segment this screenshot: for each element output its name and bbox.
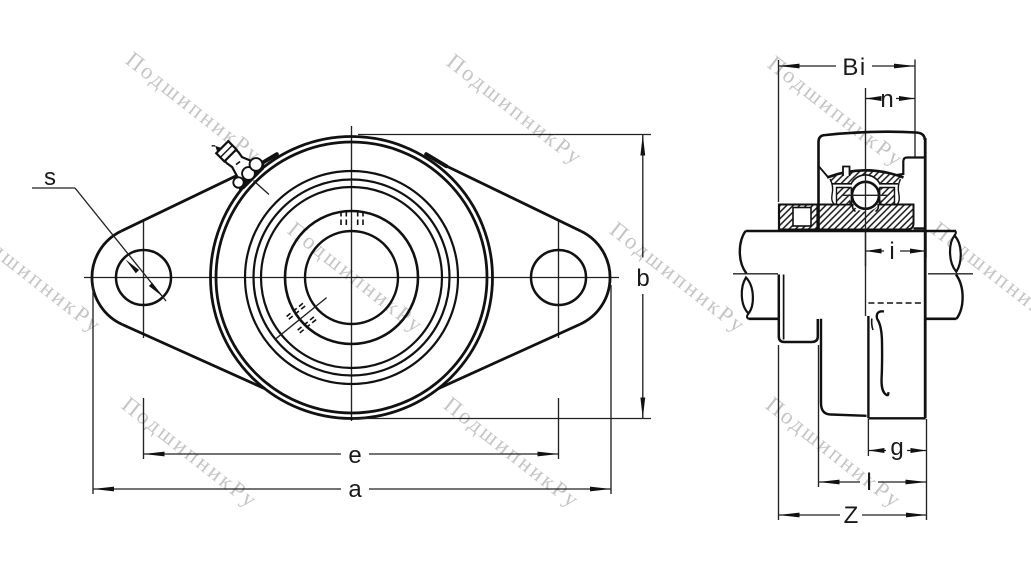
svg-text:s: s — [44, 164, 56, 191]
svg-text:n: n — [880, 86, 893, 113]
svg-text:i: i — [889, 238, 894, 265]
svg-text:Z: Z — [844, 502, 859, 529]
svg-text:e: e — [348, 442, 361, 469]
svg-text:b: b — [636, 265, 649, 292]
svg-text:l: l — [866, 469, 871, 496]
svg-text:a: a — [348, 476, 362, 503]
svg-text:Bi: Bi — [842, 54, 866, 81]
svg-text:g: g — [890, 434, 903, 461]
